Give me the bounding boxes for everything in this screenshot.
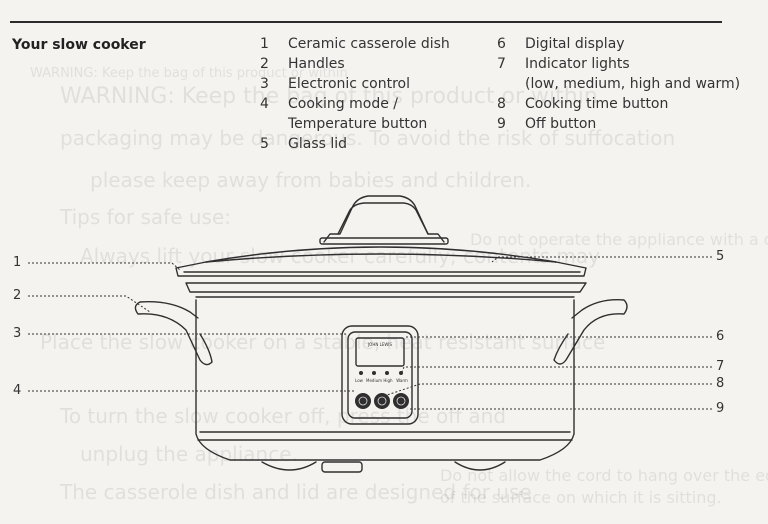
part-item: 3 Electronic control	[260, 74, 450, 94]
digital-display-screen	[355, 337, 405, 367]
parts-list-left: 1 Ceramic casserole dish 2 Handles 3 Electron…	[260, 34, 450, 154]
callout-6: 6	[716, 329, 725, 344]
callout-3: 3	[13, 326, 22, 341]
leader-line-7	[401, 366, 712, 373]
part-item: 4 Cooking mode /	[260, 94, 450, 114]
casserole-rim	[185, 282, 587, 293]
callout-4: 4	[13, 383, 22, 398]
part-label: Glass lid	[288, 136, 348, 152]
indicator-label-high: High	[383, 378, 393, 383]
part-number: 9	[497, 116, 506, 132]
part-label: Cooking time button	[525, 96, 669, 112]
part-item: Temperature button	[260, 114, 450, 134]
section-title: Your slow cooker	[12, 37, 146, 53]
indicator-light-low	[359, 371, 363, 375]
cooking-mode-button	[355, 393, 371, 409]
callout-7: 7	[716, 359, 725, 374]
part-number: 6	[497, 36, 506, 52]
part-label: Ceramic casserole dish	[288, 36, 450, 52]
base-plug	[321, 461, 363, 473]
part-item: 5 Glass lid	[260, 134, 450, 154]
callout-9: 9	[716, 401, 725, 416]
part-item: 8 Cooking time button	[497, 94, 740, 114]
base-foot	[261, 461, 317, 471]
panel-brand: JOHN LEWIS	[367, 342, 392, 347]
part-number: 8	[497, 96, 506, 112]
base-foot	[454, 461, 506, 471]
part-number: 5	[260, 136, 269, 152]
part-label: (low, medium, high and warm)	[525, 76, 741, 92]
indicator-lights	[359, 371, 403, 375]
part-number: 3	[260, 76, 269, 92]
part-label: Indicator lights	[525, 56, 630, 72]
off-button	[393, 393, 409, 409]
left-handle	[134, 301, 213, 366]
part-item: (low, medium, high and warm)	[497, 74, 740, 94]
callout-8: 8	[716, 376, 725, 391]
part-item: 9 Off button	[497, 114, 740, 134]
part-item: 6 Digital display	[497, 34, 740, 54]
control-panel	[341, 325, 419, 425]
callout-5: 5	[716, 249, 725, 264]
part-number: 2	[260, 56, 269, 72]
indicator-light-medium	[372, 371, 376, 375]
leader-line-2	[28, 295, 151, 313]
part-label: Temperature button	[288, 116, 428, 132]
part-item: 1 Ceramic casserole dish	[260, 34, 450, 54]
indicator-label-warm: Warm	[396, 378, 408, 383]
callout-1: 1	[13, 255, 22, 270]
leader-line-1	[28, 262, 181, 271]
indicator-label-low: Low	[355, 378, 364, 383]
part-label: Cooking mode /	[288, 96, 398, 112]
right-handle	[553, 299, 628, 365]
indicator-light-high	[385, 371, 389, 375]
callout-2: 2	[13, 288, 22, 303]
part-item: 2 Handles	[260, 54, 450, 74]
header-rule	[10, 21, 722, 23]
part-label: Handles	[288, 56, 345, 72]
cooking-time-button	[374, 393, 390, 409]
part-label: Electronic control	[288, 76, 410, 92]
part-number: 4	[260, 96, 269, 112]
indicator-label-medium: Medium	[366, 378, 382, 383]
leader-line-5	[491, 256, 712, 263]
part-label: Digital display	[525, 36, 625, 52]
part-number: 7	[497, 56, 506, 72]
parts-list-right: 6 Digital display 7 Indicator lights (low, m…	[497, 34, 740, 134]
part-label: Off button	[525, 116, 597, 132]
leader-line-8	[383, 383, 712, 397]
part-number: 1	[260, 36, 269, 52]
panel-buttons	[355, 393, 409, 409]
part-item: 7 Indicator lights	[497, 54, 740, 74]
cooker-body	[195, 299, 575, 461]
